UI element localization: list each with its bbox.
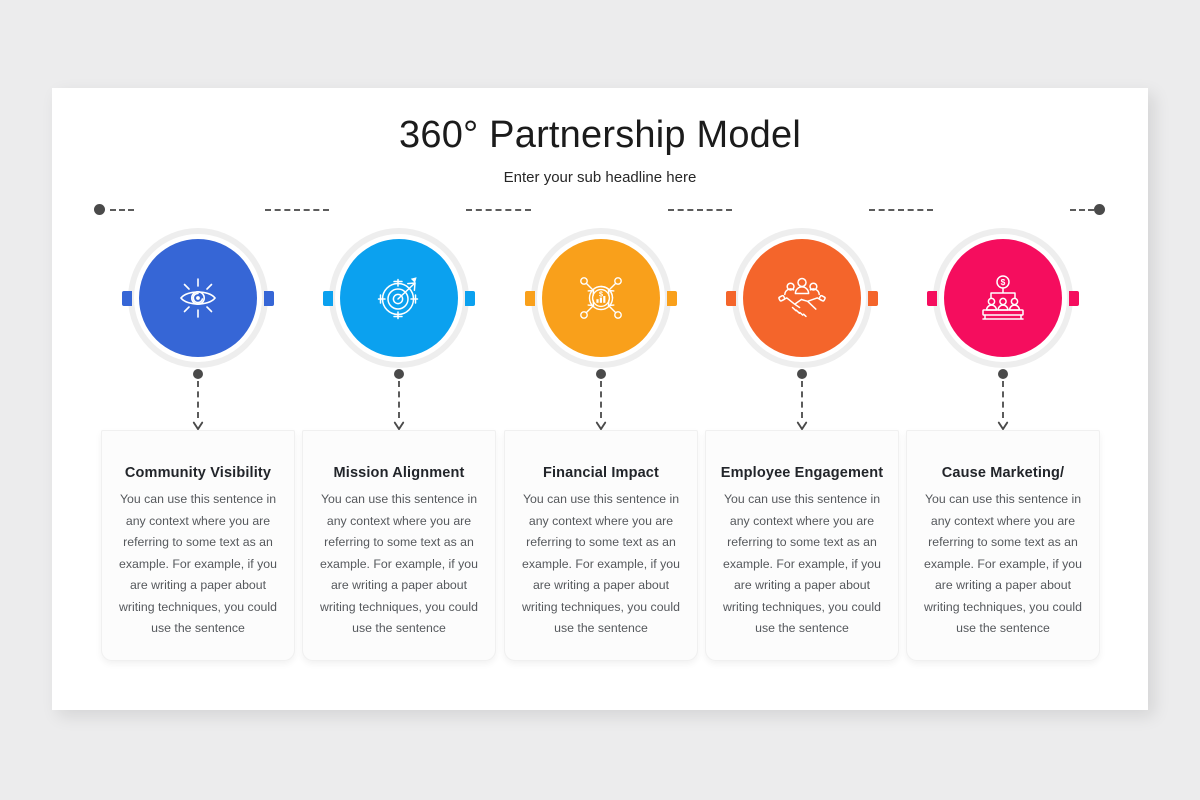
rail-segment	[265, 209, 329, 211]
card-heading: Cause Marketing/	[941, 465, 1065, 481]
node-disc	[139, 239, 257, 357]
page-subtitle: Enter your sub headline here	[503, 169, 697, 186]
step-card-1[interactable]: Community Visibility You can use this se…	[101, 430, 295, 661]
drop-line	[1002, 381, 1004, 418]
slide-header: 360° Partnership Model Enter your sub he…	[52, 88, 1148, 186]
step-card-4[interactable]: Employee Engagement You can use this sen…	[705, 430, 899, 661]
rail-segment	[466, 209, 531, 211]
node-connector-tab-right	[667, 291, 677, 306]
drop-connector-4	[795, 369, 809, 431]
node-connector-tab-right	[1069, 291, 1079, 306]
card-heading: Mission Alignment	[333, 465, 465, 481]
rail-endcap-right	[1094, 204, 1105, 215]
node-disc: $	[944, 239, 1062, 357]
drop-arrowhead-icon	[796, 419, 808, 431]
drop-arrowhead-icon	[997, 419, 1009, 431]
drop-dot	[394, 369, 404, 379]
rail-endcap-left	[94, 204, 105, 215]
node-disc: $	[542, 239, 660, 357]
node-connector-tab-right	[465, 291, 475, 306]
svg-text:$: $	[1001, 277, 1006, 287]
horizontal-connector-rail	[0, 204, 1200, 215]
step-node-4[interactable]	[726, 228, 878, 368]
step-node-1[interactable]	[122, 228, 274, 368]
node-connector-tab-left	[927, 291, 937, 306]
drop-connector-1	[191, 369, 205, 431]
step-card-2[interactable]: Mission Alignment You can use this sente…	[302, 430, 496, 661]
rail-segment	[110, 209, 134, 211]
node-connector-tab-left	[323, 291, 333, 306]
drop-line	[600, 381, 602, 418]
step-card-5[interactable]: Cause Marketing/ You can use this senten…	[906, 430, 1100, 661]
drop-arrowhead-icon	[595, 419, 607, 431]
card-body: You can use this sentence in any context…	[522, 492, 680, 635]
drop-line	[801, 381, 803, 418]
drop-dot	[998, 369, 1008, 379]
card-heading: Financial Impact	[542, 465, 659, 481]
step-node-3[interactable]: $	[525, 228, 677, 368]
node-connector-tab-right	[868, 291, 878, 306]
target-arrow-icon	[372, 271, 426, 325]
rail-segment	[1070, 209, 1094, 211]
step-node-2[interactable]	[323, 228, 475, 368]
drop-arrowhead-icon	[192, 419, 204, 431]
drop-dot	[193, 369, 203, 379]
rail-segment	[869, 209, 933, 211]
card-body: You can use this sentence in any context…	[723, 492, 881, 635]
page-title: 360° Partnership Model	[399, 114, 801, 156]
node-disc	[340, 239, 458, 357]
card-body: You can use this sentence in any context…	[320, 492, 478, 635]
eye-visibility-icon	[171, 271, 225, 325]
fundraising-panel-icon: $	[975, 270, 1031, 326]
drop-dot	[596, 369, 606, 379]
drop-connector-3	[594, 369, 608, 431]
node-connector-tab-left	[726, 291, 736, 306]
step-node-5[interactable]: $	[927, 228, 1079, 368]
card-body: You can use this sentence in any context…	[924, 492, 1082, 635]
svg-text:$: $	[599, 289, 603, 298]
financial-growth-network-icon: $	[573, 270, 629, 326]
card-heading: Community Visibility	[124, 465, 272, 481]
node-connector-tab-left	[525, 291, 535, 306]
node-connector-tab-right	[264, 291, 274, 306]
card-heading: Employee Engagement	[720, 465, 884, 481]
drop-line	[398, 381, 400, 418]
step-card-3[interactable]: Financial Impact You can use this senten…	[504, 430, 698, 661]
drop-connector-5	[996, 369, 1010, 431]
node-disc	[743, 239, 861, 357]
drop-arrowhead-icon	[393, 419, 405, 431]
drop-dot	[797, 369, 807, 379]
rail-segment	[668, 209, 732, 211]
node-connector-tab-left	[122, 291, 132, 306]
drop-connector-2	[392, 369, 406, 431]
card-body: You can use this sentence in any context…	[119, 492, 277, 635]
handshake-team-icon	[773, 269, 831, 327]
drop-line	[197, 381, 199, 418]
